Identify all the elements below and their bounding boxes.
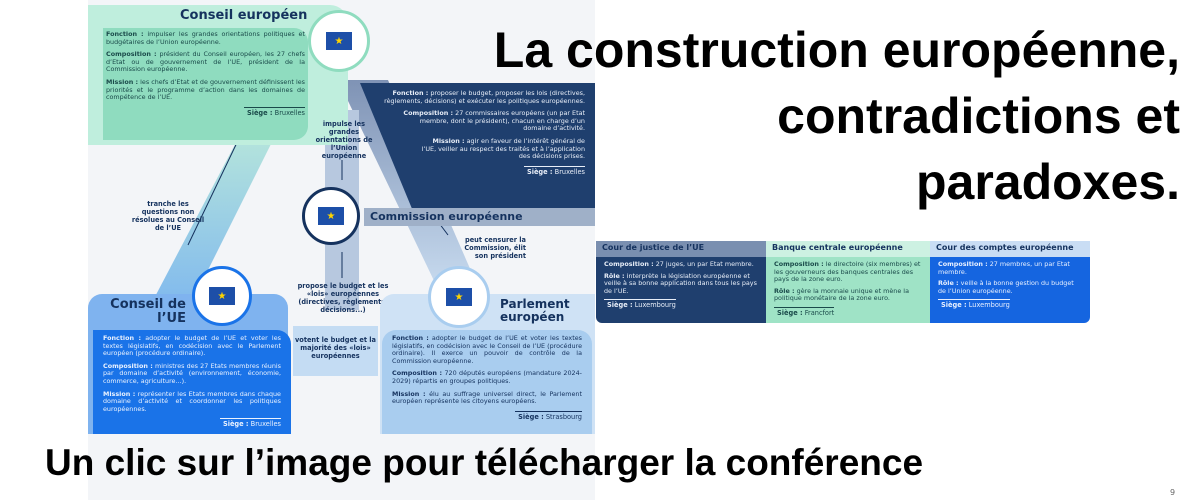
- download-link[interactable]: Un clic sur l’image pour télécharger la …: [45, 442, 924, 483]
- conseil-europeen-title: Conseil européen: [180, 8, 308, 23]
- page-number: 9: [1170, 488, 1176, 497]
- title-line-3: paradoxes.: [915, 154, 1180, 210]
- commission-text: Fonction : proposer le budget, proposer …: [384, 89, 585, 176]
- bce-card: Banque centrale européenne Composition :…: [766, 241, 930, 323]
- parlement-text: Fonction : adopter le budget de l’UE et …: [382, 330, 592, 434]
- title-line-1: La construction européenne,: [493, 22, 1180, 78]
- commission-title: Commission européenne: [364, 208, 595, 226]
- conseil-ue-text: Fonction : adopter le budget de l’UE et …: [93, 330, 291, 434]
- cour-comptes-title: Cour des comptes européenne: [930, 241, 1090, 257]
- cjue-title: Cour de justice de l’UE: [596, 241, 766, 257]
- conseil-ue-title: Conseil de l’UE: [110, 297, 186, 326]
- arrow-label-censure: peut censurer la Commission, élit son pr…: [464, 236, 526, 260]
- arrow-label-propose: propose le budget et les «lois» européen…: [297, 282, 389, 314]
- commission-building-icon: ★: [302, 187, 360, 245]
- conseil-europeen-building-icon: ★: [308, 10, 370, 72]
- arrow-label-votent: votent le budget et la majorité des «loi…: [293, 326, 378, 376]
- conseil-europeen-text: Fonction : impulser les grandes orientat…: [103, 28, 308, 140]
- parlement-hemicycle-icon: ★: [428, 266, 490, 328]
- arrow-label-impulse: impulse les grandes orientations de l’Un…: [315, 120, 373, 160]
- arrow-label-tranche: tranche les questions non résolues au Co…: [131, 200, 205, 232]
- parlement-title: Parlement européen: [500, 297, 570, 324]
- cjue-card: Cour de justice de l’UE Composition : 27…: [596, 241, 766, 323]
- eu-institutions-infographic[interactable]: Conseil européen Fonction : impulser les…: [88, 0, 595, 500]
- band-left: [148, 110, 288, 310]
- cour-comptes-card: Cour des comptes européenne Composition …: [930, 241, 1090, 323]
- conseil-ue-building-icon: ★: [192, 266, 252, 326]
- title-line-2: contradictions et: [777, 88, 1180, 144]
- bce-title: Banque centrale européenne: [766, 241, 930, 257]
